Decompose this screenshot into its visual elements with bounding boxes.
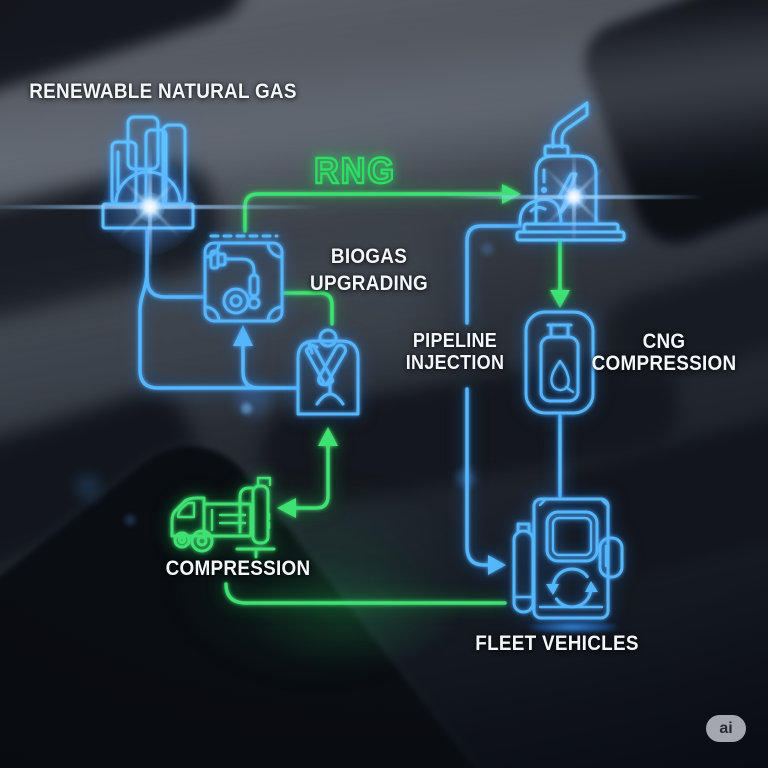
recycle-icon <box>551 567 593 609</box>
plant-outlet-line <box>145 228 206 299</box>
fleet-fuel-dispenser-icon <box>512 497 624 620</box>
pipeline-injection-line1: PIPELINE <box>412 330 498 352</box>
green-haze <box>240 560 460 670</box>
biogas-upgrading-line1: BIOGAS <box>330 245 408 268</box>
compression-to-fleet-line <box>224 582 507 605</box>
compressor-truck-icon <box>170 476 276 559</box>
rng-fuel-dispenser-icon <box>515 101 626 242</box>
plant-loop-line <box>138 268 298 390</box>
cng-compression-label: CNG COMPRESSION <box>592 331 737 374</box>
fleet-underglow <box>528 621 618 633</box>
arrow-down-icon <box>550 290 570 308</box>
pipeline-injection-line2: INJECTION <box>405 351 505 374</box>
cng-cylinder-icon <box>524 310 595 415</box>
bokeh-dot <box>125 515 135 525</box>
arrow-right-icon <box>488 555 506 575</box>
arrow-right-icon <box>502 184 521 204</box>
biogas-plant-icon <box>101 115 195 230</box>
ai-watermark-text: ai <box>719 719 733 737</box>
upgrading-unit-icon <box>203 234 284 323</box>
rng-label: RNG <box>313 149 396 192</box>
arrow-left-icon <box>277 498 296 518</box>
rng-flow-line <box>243 192 503 233</box>
upgrading-to-membrane-line <box>282 291 334 326</box>
compression-membrane-line <box>294 443 330 510</box>
arrow-up-icon <box>318 427 338 446</box>
fleet-vehicles-label: FLEET VEHICLES <box>475 632 639 655</box>
cng-compression-line1: CNG <box>642 330 686 353</box>
pipeline-lower-line <box>465 387 489 567</box>
biogas-upgrading-line2: UPGRADING <box>310 272 428 295</box>
pipeline-injection-label: PIPELINE INJECTION <box>405 330 505 374</box>
ai-watermark-badge: ai <box>706 715 746 742</box>
compression-label: COMPRESSION <box>165 557 311 580</box>
lightning-bolt-icon <box>557 172 579 216</box>
bokeh-dot <box>241 403 252 414</box>
separator-tag-icon <box>296 328 360 416</box>
pipeline-upper-line <box>465 224 522 325</box>
biogas-upgrading-label: BIOGAS UPGRADING <box>310 243 428 297</box>
bokeh-dot <box>481 243 493 255</box>
cng-compression-line2: COMPRESSION <box>591 351 737 375</box>
arrow-up-icon <box>233 325 253 346</box>
renewable-natural-gas-label: RENEWABLE NATURAL GAS <box>29 80 297 103</box>
loop-arrow-line <box>241 341 261 390</box>
bokeh-dot <box>75 474 101 500</box>
droplet-icon <box>550 359 570 392</box>
blue-connectors <box>138 224 562 575</box>
